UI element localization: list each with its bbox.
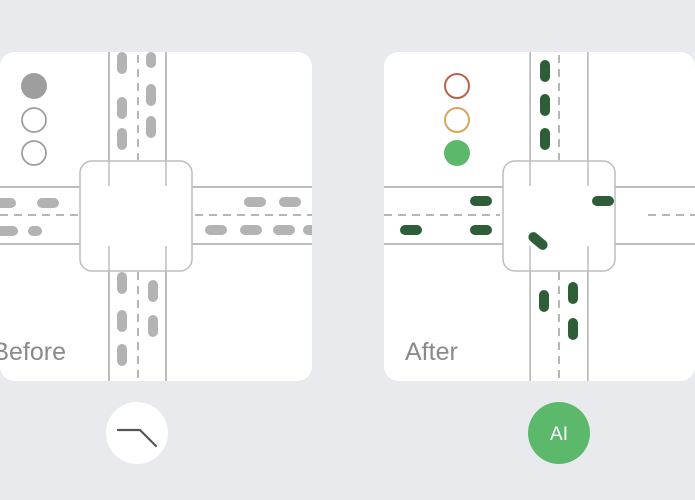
before-badge	[106, 402, 168, 464]
light-middle-off-icon	[21, 107, 47, 133]
block-top-right	[167, 52, 312, 186]
car	[0, 198, 16, 208]
car	[117, 272, 127, 294]
car	[148, 315, 158, 337]
car	[117, 344, 127, 366]
block-bottom-left	[0, 245, 108, 381]
car	[303, 225, 312, 235]
car	[146, 52, 156, 68]
car	[470, 225, 492, 235]
car	[568, 318, 578, 340]
after-label: After	[405, 338, 458, 366]
light-amber-icon	[444, 107, 470, 133]
car	[146, 116, 156, 138]
signal-curve-line	[116, 428, 158, 448]
car	[205, 225, 227, 235]
traffic-light-before	[21, 73, 47, 166]
after-panel: After	[384, 52, 695, 381]
car	[528, 232, 548, 250]
traffic-light-after	[444, 73, 470, 166]
car	[400, 225, 422, 235]
block-bottom-right	[588, 245, 695, 381]
car	[117, 52, 127, 74]
car	[540, 128, 550, 150]
car	[117, 97, 127, 119]
car	[244, 197, 266, 207]
light-green-icon	[444, 140, 470, 166]
car	[273, 225, 295, 235]
before-label: Before	[0, 338, 66, 366]
before-panel: Before	[0, 52, 312, 381]
light-red-icon	[444, 73, 470, 99]
car	[470, 196, 492, 206]
car	[117, 128, 127, 150]
car	[539, 290, 549, 312]
signal-curve-icon	[106, 402, 168, 464]
car	[240, 225, 262, 235]
car	[592, 196, 614, 206]
ai-badge-label: AI	[550, 424, 568, 445]
car	[540, 94, 550, 116]
light-bottom-off-icon	[21, 140, 47, 166]
car	[279, 197, 301, 207]
car	[146, 84, 156, 106]
car	[37, 198, 59, 208]
car	[568, 282, 578, 304]
after-badge: AI	[528, 402, 590, 464]
car	[540, 60, 550, 82]
light-top-on-icon	[21, 73, 47, 99]
ai-badge-icon	[528, 402, 590, 464]
car	[117, 310, 127, 332]
block-bottom-left	[384, 245, 530, 381]
car	[148, 280, 158, 302]
block-bottom-right	[167, 245, 312, 381]
car	[0, 226, 18, 236]
car	[28, 226, 42, 236]
block-top-right	[588, 52, 695, 186]
